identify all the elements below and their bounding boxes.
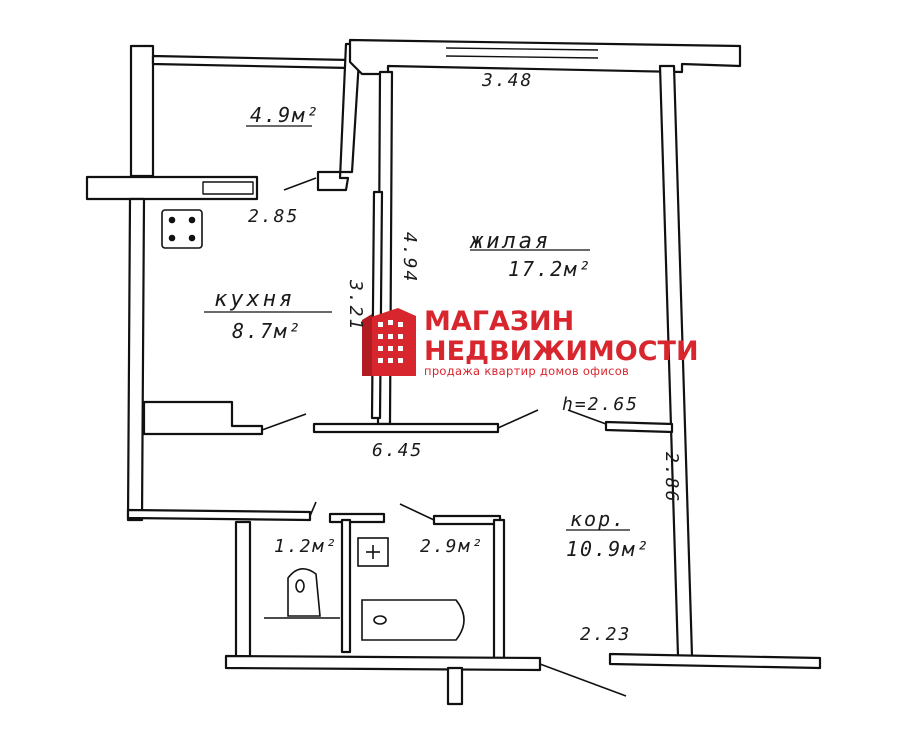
watermark-line1: МАГАЗИН	[424, 306, 574, 337]
wall-balcony-right	[316, 42, 362, 192]
door-toilet	[309, 501, 317, 517]
watermark-line2: НЕДВИЖИМОСТИ	[424, 336, 699, 367]
dim-balcony-depth: 2.85	[248, 206, 299, 227]
bathtub-icon	[361, 599, 465, 641]
dim-bottom-width: 2.23	[580, 624, 631, 645]
window-top	[445, 47, 599, 51]
wall-bath-top-b	[328, 512, 386, 524]
dim-living-length: 4.94	[399, 232, 420, 283]
room-labels: 4.9м² жилая 17.2м² кухня 8.7м² 1.2м² 2.9…	[204, 103, 650, 561]
wall-kitchen-corridor	[370, 190, 384, 420]
dim-kitchen-length: 3.21	[345, 279, 366, 331]
watermark-tagline: продажа квартир домов офисов	[424, 364, 629, 378]
wall-bottom-right	[608, 652, 822, 670]
balcony-area-label: 4.9м²	[250, 103, 320, 127]
dim-mid-width: 6.45	[372, 440, 423, 461]
wall-left-column	[129, 44, 155, 178]
doors	[261, 177, 627, 697]
dimension-labels: 3.48 2.85 4.94 3.21 6.45 h=2.65 2.86 2.2…	[248, 70, 682, 645]
door-living	[497, 409, 539, 429]
door-corridor-right	[567, 409, 607, 425]
wall-kitchen-left	[126, 197, 146, 522]
dim-ceiling-height: h=2.65	[562, 394, 639, 415]
stove-icon	[161, 209, 203, 249]
door-bath	[399, 503, 435, 521]
wall-bath-top-a	[234, 520, 252, 662]
wall-kitchen-bottom	[142, 400, 264, 436]
wall-mid-b	[604, 420, 674, 434]
wall-toilet-bath	[340, 518, 352, 654]
living-room-area: 17.2м²	[508, 257, 592, 281]
door-entrance	[539, 663, 627, 697]
kitchen-area: 8.7м²	[232, 319, 302, 343]
wall-lower-left	[126, 508, 312, 522]
wall-entrance-stub	[446, 666, 464, 706]
dim-corridor-length: 2.86	[661, 452, 682, 503]
door-kitchen	[261, 413, 307, 431]
sink-icon	[357, 537, 389, 567]
corridor-label: кор.	[570, 507, 626, 531]
toilet-area: 1.2м²	[274, 536, 338, 557]
kitchen-label: кухня	[214, 287, 295, 312]
door-balcony	[283, 177, 317, 191]
wall-balcony-top	[151, 54, 352, 70]
wall-mid-a	[312, 422, 500, 434]
wall-bottom-left	[224, 654, 542, 672]
building-icon	[362, 308, 416, 376]
watermark-logo: МАГАЗИН НЕДВИЖИМОСТИ продажа квартир дом…	[362, 306, 699, 378]
dim-top-width: 3.48	[481, 70, 533, 91]
bathroom-area: 2.9м²	[420, 536, 484, 557]
wall-bath-top-c	[432, 514, 502, 526]
toilet-icon	[287, 568, 321, 617]
wall-bath-right	[492, 518, 506, 660]
fixtures	[161, 209, 465, 641]
corridor-area: 10.9м²	[566, 537, 650, 561]
balcony-door-frame	[202, 181, 254, 195]
